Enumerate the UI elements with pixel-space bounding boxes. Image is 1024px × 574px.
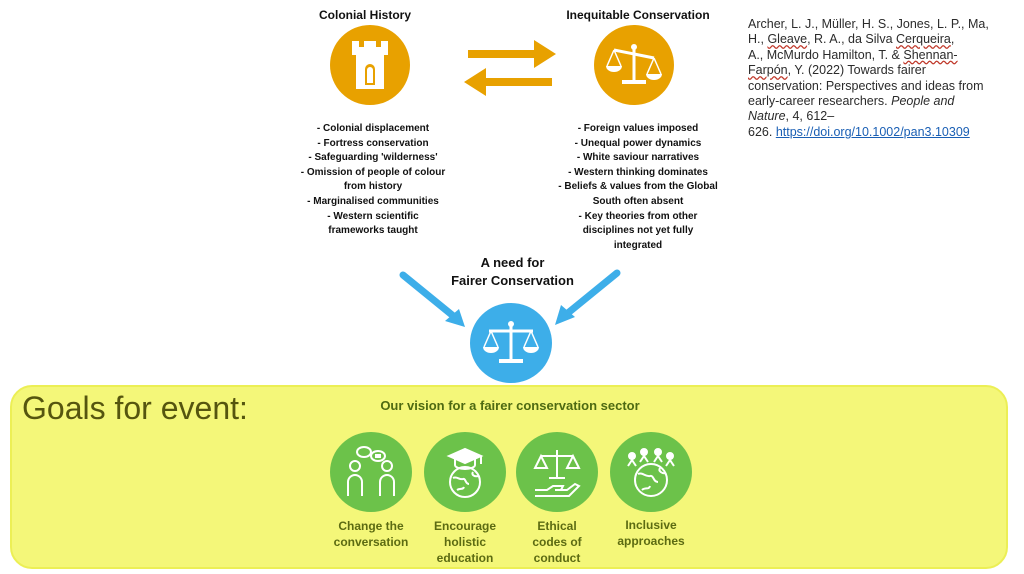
list-item: disciplines not yet fully xyxy=(582,225,694,237)
list-item: - Omission of people of colour xyxy=(300,166,446,178)
doi-link[interactable]: https://doi.org/10.1002/pan3.10309 xyxy=(775,124,970,139)
balanced-scales-icon xyxy=(483,321,539,363)
exchange-arrows-icon xyxy=(464,40,556,96)
unbalanced-scales-icon xyxy=(606,44,662,84)
fairer-need-title: A need for Fairer Conservation xyxy=(420,254,605,290)
scales-handshake-icon xyxy=(533,450,581,497)
list-item: - Marginalised communities xyxy=(307,195,439,207)
fairer-need-line2: Fairer Conservation xyxy=(451,273,574,288)
people-globe-icon xyxy=(627,448,675,497)
colonial-history-circle xyxy=(330,25,410,105)
list-item: - Key theories from other xyxy=(578,210,698,222)
goal-label-conversation: Change the conversation xyxy=(333,519,409,549)
vision-title: Our vision for a fairer conservation sec… xyxy=(380,398,640,413)
list-item: - Western thinking dominates xyxy=(568,166,708,178)
goal-circle-inclusive xyxy=(610,432,692,512)
fairer-need-line1: A need for xyxy=(480,255,545,270)
list-item: from history xyxy=(343,181,403,193)
inequitable-conservation-list: - Foreign values imposed - Unequal power… xyxy=(538,122,738,253)
goals-highlight xyxy=(10,385,1008,569)
list-item: - Fortress conservation xyxy=(317,137,429,149)
list-item: integrated xyxy=(613,239,663,251)
goal-circle-conversation xyxy=(330,432,412,512)
list-item: - Safeguarding 'wilderness' xyxy=(308,152,438,164)
goal-circle-ethics xyxy=(516,432,598,512)
fairer-conservation-circle xyxy=(470,303,552,383)
goal-label-inclusive: Inclusive approaches xyxy=(617,518,685,548)
list-item: - Unequal power dynamics xyxy=(574,137,702,149)
goal-label-education: Encourage holistic education xyxy=(433,519,496,565)
colonial-history-list: - Colonial displacement - Fortress conse… xyxy=(283,122,463,239)
graduation-globe-icon xyxy=(446,447,484,498)
citation: Archer, L. J., Müller, H. S., Jones, L. … xyxy=(748,17,989,139)
inequitable-conservation-circle xyxy=(594,25,674,105)
castle-tower-icon xyxy=(352,41,388,89)
blue-arrows-icon xyxy=(399,269,621,327)
list-item: - Western scientific xyxy=(327,210,419,222)
goals-title: Goals for event: xyxy=(22,390,248,426)
list-item: - Foreign values imposed xyxy=(577,123,699,134)
goal-circle-education xyxy=(424,432,506,512)
list-item: - Beliefs & values from the Global xyxy=(558,181,718,193)
people-conversation-icon xyxy=(347,446,395,496)
list-item: - White saviour narratives xyxy=(576,152,700,164)
list-item: - Colonial displacement xyxy=(316,123,430,134)
inequitable-conservation-title: Inequitable Conservation xyxy=(566,8,710,22)
list-item: frameworks taught xyxy=(328,225,418,237)
colonial-history-title: Colonial History xyxy=(318,8,411,22)
goal-label-ethics: Ethical codes of conduct xyxy=(532,519,582,565)
list-item: South often absent xyxy=(592,195,684,207)
